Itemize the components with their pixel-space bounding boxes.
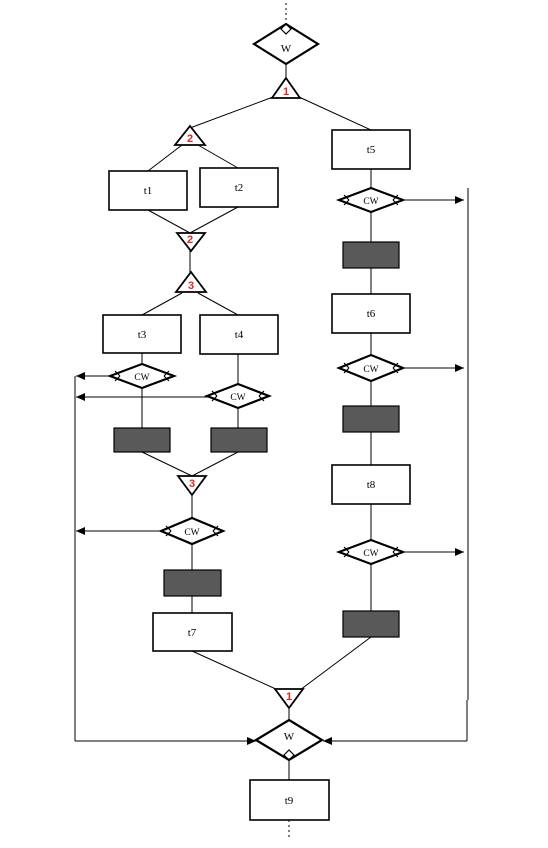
cw-checkpoint-t6-label: CW [363,365,378,375]
blocked-box-t6 [342,405,400,433]
task-t6: t6 [331,293,411,334]
cw-checkpoint-t5-label: CW [363,197,378,207]
task-t1: t1 [108,170,188,211]
gateway-2-split: 2 [173,124,207,146]
gateway-2-split-label: 2 [187,133,193,145]
task-t9: t9 [249,779,330,821]
gateway-2-join: 2 [175,232,207,253]
start-w-node: W [251,22,321,66]
cw-checkpoint-t4: CW [203,382,273,410]
gateway-3-join-label: 3 [189,478,195,490]
task-t3-label: t3 [138,329,147,341]
cw-checkpoint-merge: CW [158,516,226,546]
blocked-box-t8 [342,610,400,638]
connectors [74,3,469,840]
gateway-3-split-label: 3 [188,280,194,292]
task-t4: t4 [199,314,279,355]
gateway-1-join: 1 [273,688,305,710]
blocked-box-merge [163,569,222,597]
cw-checkpoint-t3-label: CW [134,373,149,383]
gateway-1-split: 1 [270,76,302,99]
task-t8-label: t8 [367,479,376,491]
cw-checkpoint-t3: CW [106,362,178,390]
task-t7: t7 [152,612,233,652]
blocked-box-t3 [113,427,171,453]
cw-checkpoint-t4-label: CW [230,393,245,403]
cw-checkpoint-t8: CW [335,538,407,566]
end-w-node: W [253,718,325,762]
cw-checkpoint-t8-label: CW [363,549,378,559]
blocked-box-t4 [210,427,268,453]
gateway-1-join-label: 1 [286,691,292,703]
gateway-3-split: 3 [174,270,208,293]
start-w-label: W [281,43,292,55]
task-t1-label: t1 [144,185,153,197]
end-w-label: W [284,731,295,743]
task-t7-label: t7 [188,627,197,639]
task-t5-label: t5 [367,144,376,156]
cw-checkpoint-merge-label: CW [184,528,199,538]
task-t5: t5 [331,129,411,170]
task-t9-label: t9 [285,795,294,807]
task-t8: t8 [331,464,411,505]
gateway-3-join: 3 [176,475,208,497]
cw-checkpoint-t6: CW [336,353,406,383]
task-t4-label: t4 [235,329,244,341]
task-t2-label: t2 [235,182,244,194]
gateway-1-split-label: 1 [283,86,289,98]
cw-checkpoint-t5: CW [335,186,407,214]
blocked-box-t5 [342,241,400,269]
gateway-2-join-label: 2 [187,234,193,246]
task-t2: t2 [199,167,279,208]
task-t6-label: t6 [367,308,376,320]
task-t3: t3 [102,314,182,354]
